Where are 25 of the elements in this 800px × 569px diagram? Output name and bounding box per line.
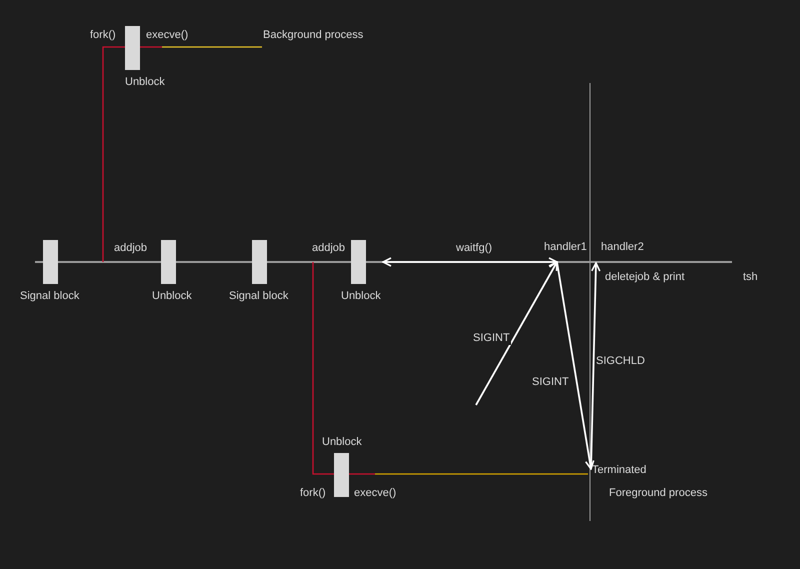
- process-label: Background process: [263, 29, 364, 42]
- event-label: handler2: [601, 241, 644, 254]
- block-label: Signal block: [229, 290, 288, 303]
- step-label: deletejob & print: [605, 271, 684, 284]
- block-label: Unblock: [341, 290, 381, 303]
- event-label: Terminated: [592, 464, 646, 477]
- edge-label: SIGINT: [472, 332, 511, 345]
- process-label: Foreground process: [609, 487, 708, 500]
- call-label: fork(): [300, 487, 326, 500]
- call-label: fork(): [90, 29, 116, 42]
- arrow: [475, 261, 558, 406]
- event-label: handler1: [544, 241, 587, 254]
- process-label: tsh: [743, 271, 758, 284]
- call-label: execve(): [354, 487, 396, 500]
- edge-label: waitfg(): [455, 242, 494, 255]
- block-label: Unblock: [152, 290, 192, 303]
- arrow: [590, 262, 601, 470]
- arrow: [556, 262, 594, 470]
- step-label: addjob: [312, 242, 346, 255]
- arrow: [382, 257, 558, 267]
- block-label: Unblock: [125, 76, 165, 89]
- block-label: Signal block: [20, 290, 80, 303]
- block-label: Unblock: [322, 436, 362, 449]
- step-label: addjob: [114, 242, 148, 255]
- call-label: execve(): [146, 29, 188, 42]
